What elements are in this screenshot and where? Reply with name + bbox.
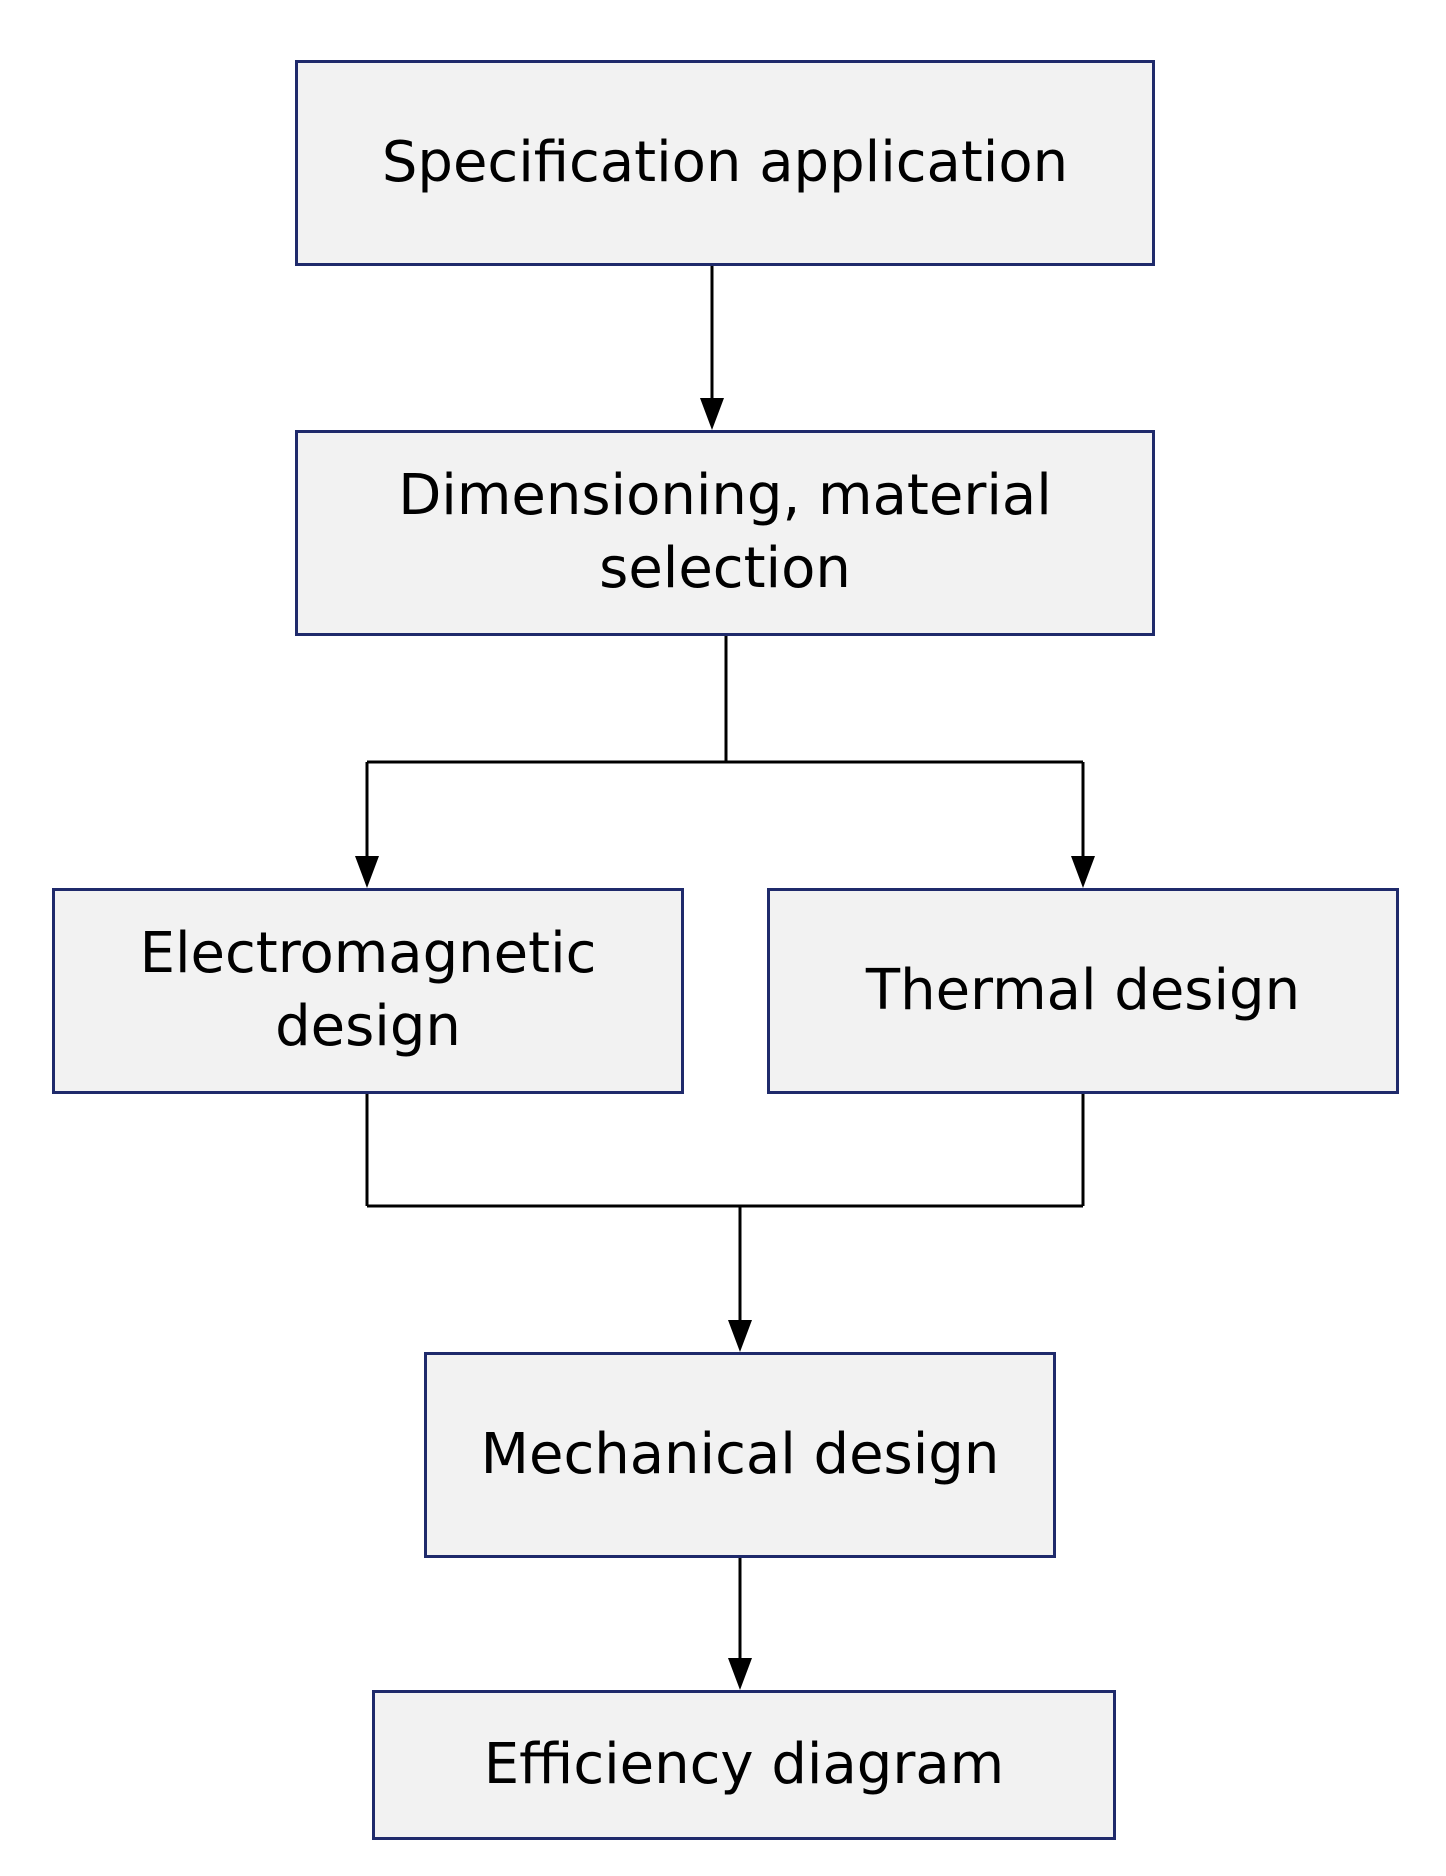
node-mechanical-design: Mechanical design [424,1352,1056,1558]
node-label-line2: selection [599,536,851,601]
node-label-line2: design [275,994,461,1059]
node-label-line1: Electromagnetic [139,921,597,987]
arrowhead-dimensioning [700,398,724,430]
node-label-line1: Dimensioning, material [398,463,1052,529]
node-efficiency-diagram: Efficiency diagram [372,1690,1116,1840]
node-thermal-design: Thermal design [767,888,1399,1094]
node-dimensioning-material-selection: Dimensioning, material selection [295,430,1155,636]
arrowhead-electromagnetic [355,856,379,888]
arrowhead-thermal [1071,856,1095,888]
node-specification-application: Specification application [295,60,1155,266]
node-label: Mechanical design [480,1421,1000,1487]
arrowhead-efficiency [728,1658,752,1690]
node-label: Specification application [381,129,1069,195]
node-label: Thermal design [865,957,1301,1023]
node-electromagnetic-design: Electromagnetic design [52,888,684,1094]
node-label: Efficiency diagram [483,1731,1005,1797]
arrowhead-mechanical [728,1320,752,1352]
